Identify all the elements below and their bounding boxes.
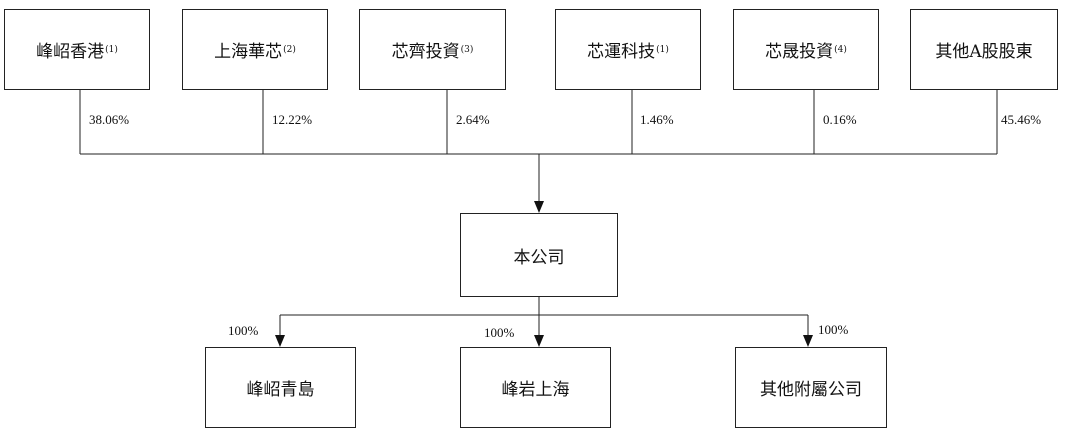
arrow-to-sub-2 <box>534 335 544 347</box>
shareholder-box: 芯運科技(1) <box>555 9 701 90</box>
shareholder-name: 芯齊投資 <box>391 42 460 62</box>
shareholder-box: 芯晟投資(4) <box>733 9 879 90</box>
subsidiary-pct: 100% <box>484 325 515 340</box>
arrow-to-sub-3 <box>803 335 813 347</box>
footnote-ref: (1) <box>656 44 669 55</box>
shareholder-box: 上海華芯(2) <box>182 9 328 90</box>
shareholding-pct: 2.64% <box>456 112 490 127</box>
shareholder-name: 上海華芯 <box>214 42 283 62</box>
shareholder-box: 芯齊投資(3) <box>359 9 506 90</box>
subsidiary-name: 其他附屬公司 <box>760 380 862 400</box>
subsidiary-pct: 100% <box>818 322 849 337</box>
subsidiary-box: 峰岩上海 <box>460 347 611 428</box>
shareholder-name: 其他A股股東 <box>935 42 1033 62</box>
arrow-to-sub-1 <box>275 335 285 347</box>
shareholding-pct: 38.06% <box>89 112 130 127</box>
subsidiary-box: 峰岹青島 <box>205 347 356 428</box>
shareholding-pct: 45.46% <box>1001 112 1042 127</box>
subsidiary-name: 峰岩上海 <box>501 380 570 400</box>
shareholding-pct: 12.22% <box>272 112 313 127</box>
subsidiary-pct: 100% <box>228 323 259 338</box>
subsidiary-box: 其他附屬公司 <box>735 347 887 428</box>
shareholder-name: 峰岹香港 <box>36 42 105 62</box>
footnote-ref: (3) <box>460 44 474 55</box>
shareholder-name: 芯晟投資 <box>765 42 834 62</box>
shareholder-box: 其他A股股東 <box>910 9 1058 90</box>
subsidiary-name: 峰岹青島 <box>246 380 315 400</box>
shareholder-box: 峰岹香港(1) <box>4 9 150 90</box>
company-box: 本公司 <box>460 213 618 297</box>
footnote-ref: (2) <box>283 44 296 55</box>
shareholding-pct: 0.16% <box>823 112 857 127</box>
shareholder-name: 芯運科技 <box>587 42 656 62</box>
shareholding-pct: 1.46% <box>640 112 674 127</box>
arrow-to-company <box>534 201 544 213</box>
footnote-ref: (4) <box>834 44 847 55</box>
company-name: 本公司 <box>513 247 565 268</box>
footnote-ref: (1) <box>105 44 118 55</box>
